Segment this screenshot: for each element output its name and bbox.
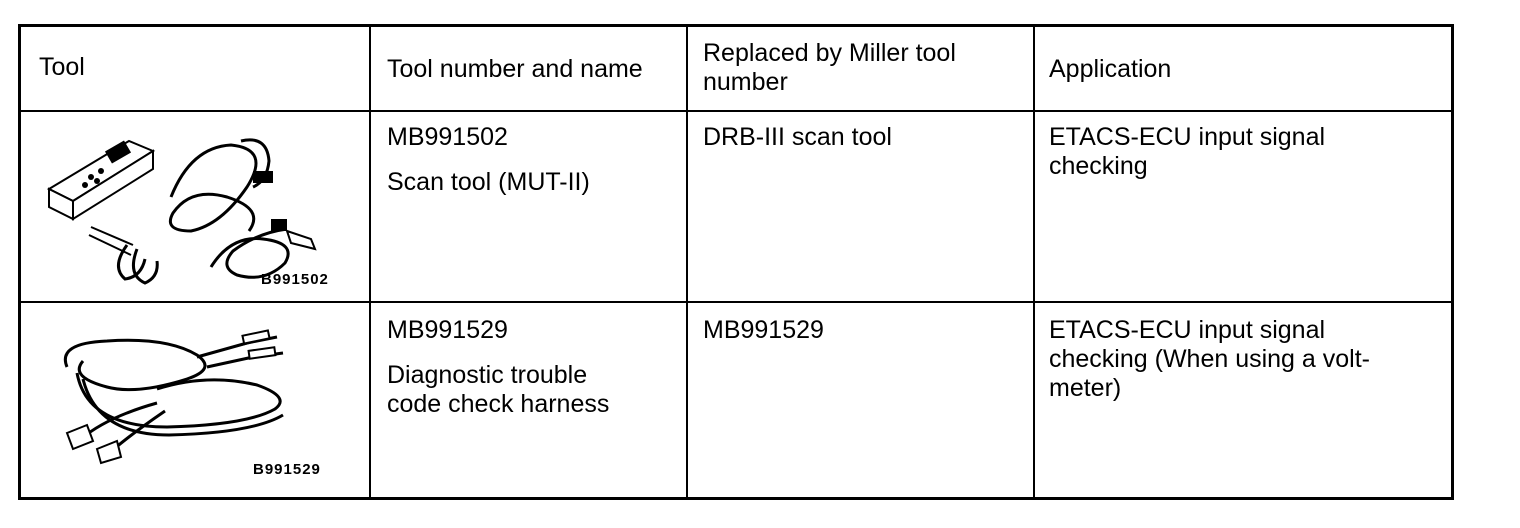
header-tool: Tool (39, 53, 85, 81)
header-divider (21, 110, 1451, 112)
image-code: B991502 (261, 271, 329, 288)
header-tool-number-name: Tool number and name (387, 55, 643, 83)
header-application: Application (1049, 55, 1172, 83)
tool-name: Diagnostic trouble code check harness (387, 361, 610, 418)
row-divider (21, 301, 1451, 303)
column-divider (1033, 27, 1035, 497)
tool-number-text: MB991529 (387, 316, 508, 344)
tool-name: Scan tool (MUT-II) (387, 168, 590, 196)
application: ETACS-ECU input signal checking (When us… (1049, 316, 1370, 402)
application: ETACS-ECU input signal checking (1049, 123, 1326, 180)
check-harness-illustration (64, 329, 284, 465)
tool-number: MB991502 Scan tool (MUT-II) (387, 123, 590, 197)
image-code: B991529 (253, 461, 321, 478)
tool-number-text: MB991502 (387, 123, 508, 151)
column-divider (369, 27, 371, 497)
tool-number: MB991529 Diagnostic trouble code check h… (387, 316, 647, 419)
tool-table: Tool Tool number and name Replaced by Mi… (18, 24, 1454, 500)
scan-tool-illustration (46, 138, 317, 285)
header-replaced-by: Replaced by Miller tool number (703, 39, 956, 96)
replaced-by: MB991529 (703, 316, 824, 344)
column-divider (686, 27, 688, 497)
replaced-by: DRB-III scan tool (703, 123, 892, 151)
